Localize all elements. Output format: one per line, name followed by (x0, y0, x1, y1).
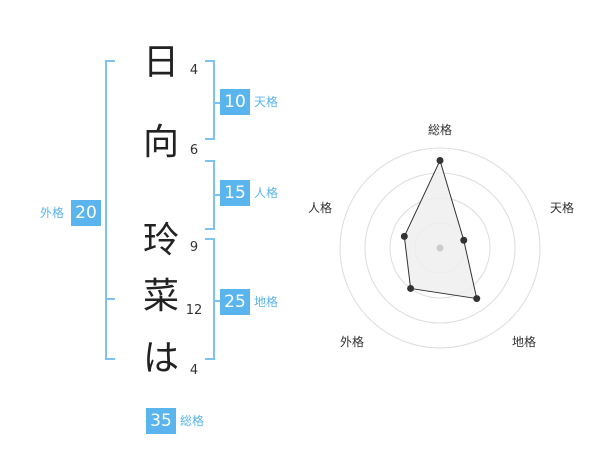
radar-point-2 (460, 236, 468, 244)
radar-center-dot (436, 244, 444, 252)
jinkaku-score: 15 (220, 180, 250, 206)
radar-ring-4 (339, 147, 541, 349)
chikaku-bracket (205, 238, 215, 360)
name-char-5: は (142, 338, 179, 379)
axis-label-chikaku: 地格 (512, 334, 536, 349)
radar-point-5 (400, 232, 408, 240)
chikaku-score: 25 (220, 289, 250, 315)
axis-label-soukaku: 総格 (428, 122, 452, 137)
axis-label-gaikaku: 外格 (340, 334, 364, 349)
gaikaku-bracket (105, 60, 115, 360)
gaikaku-bracket-tick (105, 298, 115, 300)
jinkaku-bracket (205, 160, 215, 230)
axis-label-tenkaku: 天格 (550, 200, 574, 215)
stroke-count-3: 9 (189, 240, 199, 255)
chikaku-connector (215, 300, 222, 302)
tenkaku-bracket (205, 60, 215, 140)
radar-chart: 総格 天格 地格 外格 人格 (308, 122, 574, 349)
stroke-count-1: 4 (189, 63, 199, 78)
jinkaku-connector (215, 194, 222, 196)
axis-label-jinkaku: 人格 (308, 200, 332, 215)
radar-point-1 (436, 157, 444, 164)
stroke-count-5: 4 (189, 363, 199, 378)
name-char-1: 日 (142, 42, 179, 83)
tenkaku-connector (215, 102, 222, 104)
name-char-3: 玲 (142, 220, 179, 261)
gaikaku-score: 20 (71, 200, 101, 226)
radar-point-3 (473, 295, 481, 303)
name-char-4: 菜 (142, 276, 179, 317)
radar-points (400, 157, 481, 303)
stroke-count-2: 6 (189, 143, 199, 158)
radar-point-4 (407, 284, 415, 292)
jinkaku-label: 人格 (254, 186, 279, 200)
gaikaku-label: 外格 (40, 206, 65, 220)
soukaku-label: 総格 (180, 414, 205, 428)
radar-area (403, 159, 478, 300)
stroke-count-4: 12 (185, 303, 203, 318)
tenkaku-score: 10 (220, 89, 250, 115)
chikaku-label: 地格 (254, 295, 279, 309)
soukaku-score: 35 (146, 408, 176, 434)
tenkaku-label: 天格 (254, 95, 279, 109)
name-char-2: 向 (142, 122, 179, 163)
